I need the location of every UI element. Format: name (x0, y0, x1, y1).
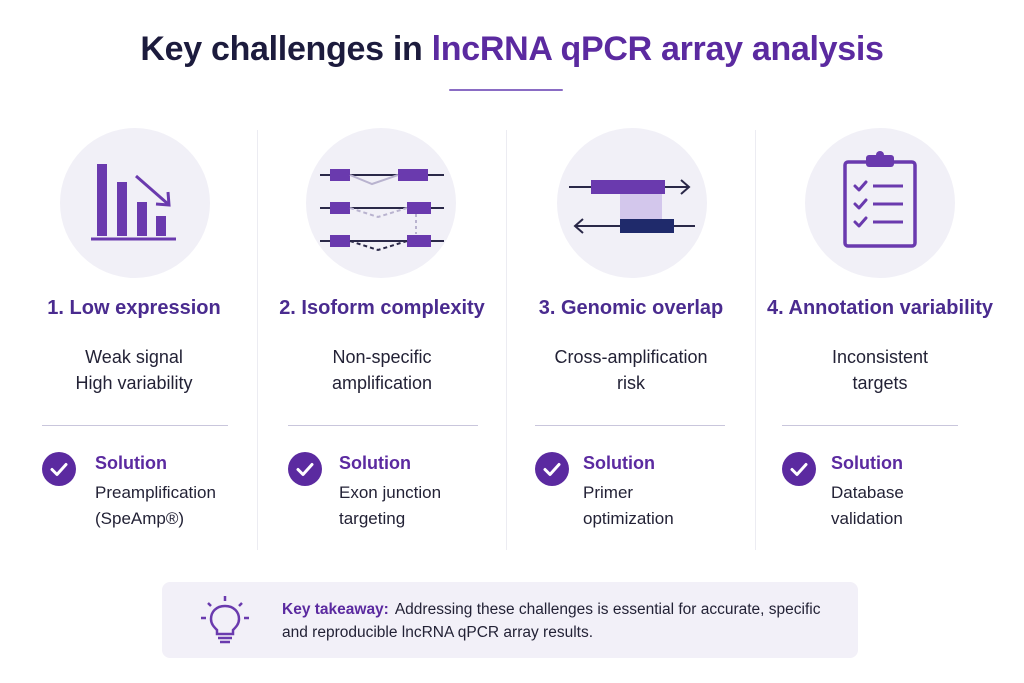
column-divider (257, 130, 258, 550)
solution-label: Solution (339, 453, 411, 473)
solution-line: Primer (583, 483, 634, 502)
title-prefix: Key challenges in (140, 30, 432, 68)
divider-line (782, 425, 958, 426)
solution-text: Primer optimization (583, 480, 674, 532)
challenge-description: Inconsistent targets (756, 344, 1004, 396)
takeaway-label: Key takeaway: (282, 601, 389, 618)
solution-text: Database validation (831, 480, 904, 532)
desc-line: risk (617, 373, 645, 393)
divider-line (42, 425, 228, 426)
solution-label: Solution (583, 453, 655, 473)
desc-line: Inconsistent (831, 347, 929, 367)
page-title: Key challenges in lncRNA qPCR array anal… (0, 30, 1024, 69)
solution-line: Database (831, 483, 904, 502)
challenge-description: Cross-amplification risk (507, 344, 755, 396)
solution-line: targeting (339, 509, 406, 528)
takeaway-text: Key takeaway:Addressing these challenges… (282, 598, 842, 644)
solution-label: Solution (831, 453, 903, 473)
challenge-card-2: 2. Isoform complexity Non-specific ampli… (258, 128, 506, 548)
desc-line: amplification (331, 373, 433, 393)
title-accent: lncRNA qPCR array analysis (431, 30, 884, 68)
desc-line: High variability (75, 373, 193, 393)
challenge-heading: 3. Genomic overlap (538, 297, 724, 319)
desc-line: Weak signal (85, 347, 183, 367)
solution-line: optimization (583, 509, 674, 528)
check-circle-icon (288, 452, 322, 486)
challenge-description: Non-specific amplification (258, 344, 506, 396)
takeaway-body: Addressing these challenges is essential… (282, 601, 821, 641)
icon-circle (805, 128, 955, 278)
challenge-card-3: 3. Genomic overlap Cross-amplification r… (507, 128, 755, 548)
desc-line: targets (852, 373, 908, 393)
check-circle-icon (782, 452, 816, 486)
check-circle-icon (42, 452, 76, 486)
solution-text: Preamplification (SpeAmp®) (95, 480, 216, 532)
challenge-card-4: 4. Annotation variability Inconsistent t… (756, 128, 1004, 548)
isoform-splicing-icon (320, 169, 444, 252)
solution-line: Exon junction (339, 483, 442, 502)
divider-line (535, 425, 725, 426)
solution-label: Solution (95, 453, 167, 473)
bar-chart-decline-icon (91, 164, 176, 241)
overlapping-transcripts-icon (569, 179, 695, 234)
solution-line: (SpeAmp®) (95, 509, 185, 528)
key-takeaway-box: Key takeaway:Addressing these challenges… (162, 582, 858, 658)
challenge-heading: 1. Low expression (47, 297, 221, 319)
lightbulb-icon (201, 596, 249, 644)
icon-circle (60, 128, 210, 278)
desc-line: Cross-amplification (554, 347, 708, 367)
solution-line: validation (831, 509, 903, 528)
desc-line: Non-specific (332, 347, 432, 367)
icon-circle (557, 128, 707, 278)
challenge-heading: 2. Isoform complexity (279, 297, 485, 319)
divider-line (288, 425, 478, 426)
title-underline (449, 89, 563, 91)
challenge-card-1: 1. Low expression Weak signal High varia… (10, 128, 258, 548)
column-divider (755, 130, 756, 550)
challenge-description: Weak signal High variability (10, 344, 258, 396)
challenge-heading: 4. Annotation variability (767, 297, 993, 319)
check-circle-icon (535, 452, 569, 486)
clipboard-checklist-icon (843, 151, 917, 248)
icon-circle (306, 128, 456, 278)
solution-text: Exon junction targeting (339, 480, 441, 532)
column-divider (506, 130, 507, 550)
solution-line: Preamplification (95, 483, 216, 502)
